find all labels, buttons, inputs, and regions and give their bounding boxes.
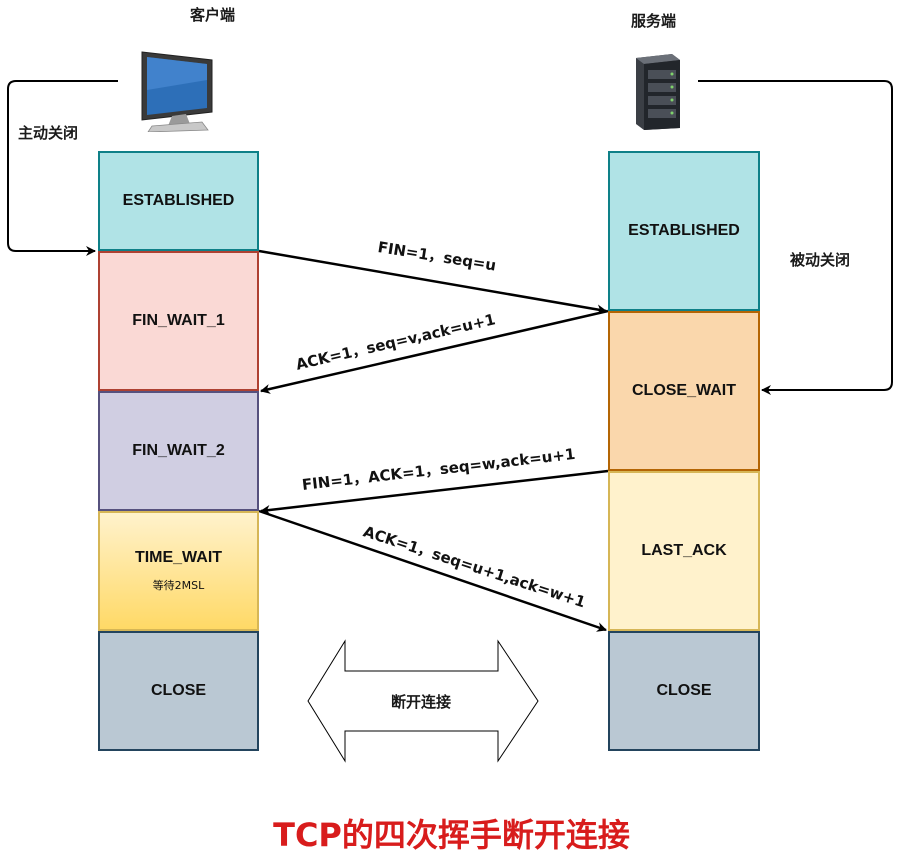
state-label: FIN_WAIT_2 (132, 442, 225, 459)
server-state-close: CLOSE (608, 631, 760, 751)
client-close-loop-arrow (7, 80, 118, 256)
state-label: LAST_ACK (641, 542, 727, 559)
diagram-title: TCP的四次挥手断开连接 (273, 816, 630, 854)
disconnect-label: 断开连接 (391, 693, 452, 711)
state-label: ESTABLISHED (628, 222, 740, 239)
server-close-loop-arrow (698, 80, 893, 395)
msg-arrow-2 (260, 309, 609, 394)
desktop-monitor-icon (138, 50, 218, 137)
msg-arrow-3 (260, 469, 609, 515)
msg-arrow-1 (258, 249, 607, 315)
client-label: 客户端 (190, 6, 236, 24)
state-label: CLOSE (656, 682, 712, 699)
msg-arrow-4 (258, 509, 607, 632)
state-sublabel: 等待2MSL (152, 579, 205, 592)
server-action-label: 被动关闭 (790, 251, 851, 269)
state-label: CLOSE_WAIT (631, 382, 736, 399)
server-label: 服务端 (631, 12, 677, 30)
disconnect-double-arrow (307, 639, 539, 763)
client-state-time-wait: TIME_WAIT 等待2MSL (98, 511, 259, 631)
client-state-fin-wait-2: FIN_WAIT_2 (98, 391, 259, 511)
server-state-close-wait: CLOSE_WAIT (608, 311, 760, 471)
state-label: TIME_WAIT (134, 549, 223, 566)
server-rack-icon (632, 52, 684, 137)
state-label: FIN_WAIT_1 (132, 312, 225, 329)
server-state-established: ESTABLISHED (608, 151, 760, 311)
client-state-established: ESTABLISHED (98, 151, 259, 251)
client-action-label: 主动关闭 (18, 124, 79, 142)
client-state-fin-wait-1: FIN_WAIT_1 (98, 251, 259, 391)
state-label: CLOSE (150, 682, 207, 699)
state-label: ESTABLISHED (122, 192, 235, 209)
server-state-last-ack: LAST_ACK (608, 471, 760, 631)
client-state-close: CLOSE (98, 631, 259, 751)
